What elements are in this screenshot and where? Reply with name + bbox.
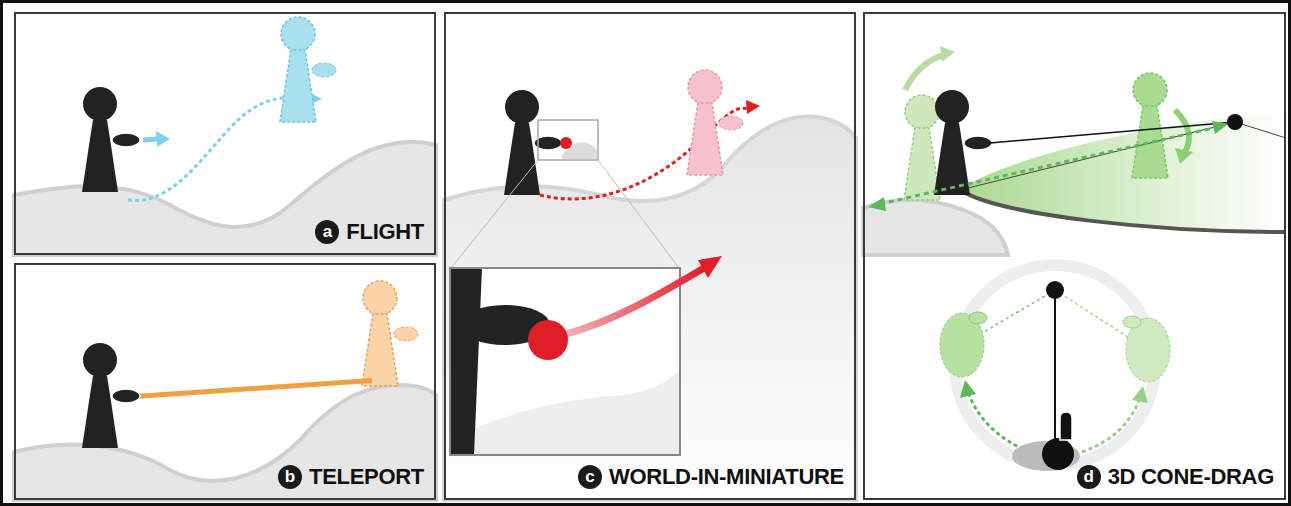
scene-panel: WORLD-IN-MINIATURE c xyxy=(444,12,856,500)
zoom-line xyxy=(598,160,679,268)
hand xyxy=(112,133,140,147)
panel-letter: d xyxy=(1083,468,1093,485)
controller xyxy=(1060,412,1072,440)
inset-body xyxy=(451,269,482,454)
hill xyxy=(444,117,856,500)
cone-ray xyxy=(1235,122,1286,138)
hand xyxy=(964,136,992,150)
scene-panel: 3D CONE-DRAG d xyxy=(863,12,1286,500)
panel-letter: a xyxy=(323,223,332,240)
arrow-head xyxy=(940,46,955,62)
rotate-arrow xyxy=(905,55,945,90)
plane-edge xyxy=(960,190,1286,232)
ghost-figure xyxy=(904,95,940,200)
mini-box xyxy=(538,120,598,160)
anchor-dot xyxy=(1227,114,1243,130)
scene-panel: FLIGHT a xyxy=(14,12,436,255)
letter-badge: c xyxy=(578,465,602,489)
arrow-head xyxy=(868,197,886,211)
ghost-hand xyxy=(1123,316,1141,328)
teleport-scene xyxy=(14,281,436,500)
ghost-figure xyxy=(362,281,398,386)
ghost-figure xyxy=(1132,73,1168,178)
cone-line xyxy=(1054,290,1056,440)
arrow-head xyxy=(1175,148,1193,164)
arrow-head xyxy=(746,100,760,114)
ghost-hand xyxy=(719,116,743,130)
ghost-hand xyxy=(969,312,987,324)
drag-axis xyxy=(880,126,1222,204)
panel-title: TELEPORT xyxy=(309,464,424,490)
orbit-arrow xyxy=(1082,398,1140,452)
scene-panel: TELEPORT b xyxy=(14,263,436,500)
orbit-arrow xyxy=(968,392,1030,452)
wim-scene xyxy=(444,70,856,500)
hill xyxy=(14,142,436,255)
arrow-head xyxy=(698,256,722,278)
arrow-head xyxy=(1132,386,1148,403)
panel-letter: c xyxy=(585,468,594,485)
panel-title: WORLD-IN-MINIATURE xyxy=(609,464,844,490)
arrow-head xyxy=(960,380,976,398)
rotate-arrow xyxy=(1175,110,1189,152)
ghost-hand xyxy=(312,63,336,77)
panel-letter: b xyxy=(285,468,295,485)
arrow-head xyxy=(1212,121,1228,134)
zoom-inset xyxy=(450,268,680,455)
inset-content xyxy=(451,269,679,454)
inset-hill xyxy=(470,370,679,454)
cone-drag-scene xyxy=(863,46,1286,471)
hill xyxy=(14,385,436,500)
direction-arrow xyxy=(143,139,158,140)
orbit-ring xyxy=(955,265,1155,465)
ghost-figure xyxy=(280,17,316,122)
drag-plane xyxy=(960,112,1286,232)
letter-badge: a xyxy=(315,220,339,244)
ghost-figure xyxy=(687,70,723,175)
user-top-view xyxy=(1042,438,1074,470)
zoom-line xyxy=(451,160,538,268)
anchor-dot xyxy=(1046,281,1064,299)
panel-title: 3D CONE-DRAG xyxy=(1108,464,1274,490)
panel-title: FLIGHT xyxy=(346,219,424,245)
flight-scene xyxy=(14,17,436,255)
letter-badge: b xyxy=(278,465,302,489)
teleport-ray xyxy=(135,378,372,399)
mini-marker xyxy=(560,137,572,149)
inset-arrow xyxy=(566,268,704,334)
letter-badge: d xyxy=(1077,465,1101,489)
ghost-hand xyxy=(394,327,418,341)
hand xyxy=(112,389,140,403)
arrow-head xyxy=(156,131,170,147)
inset-marker xyxy=(528,320,568,360)
